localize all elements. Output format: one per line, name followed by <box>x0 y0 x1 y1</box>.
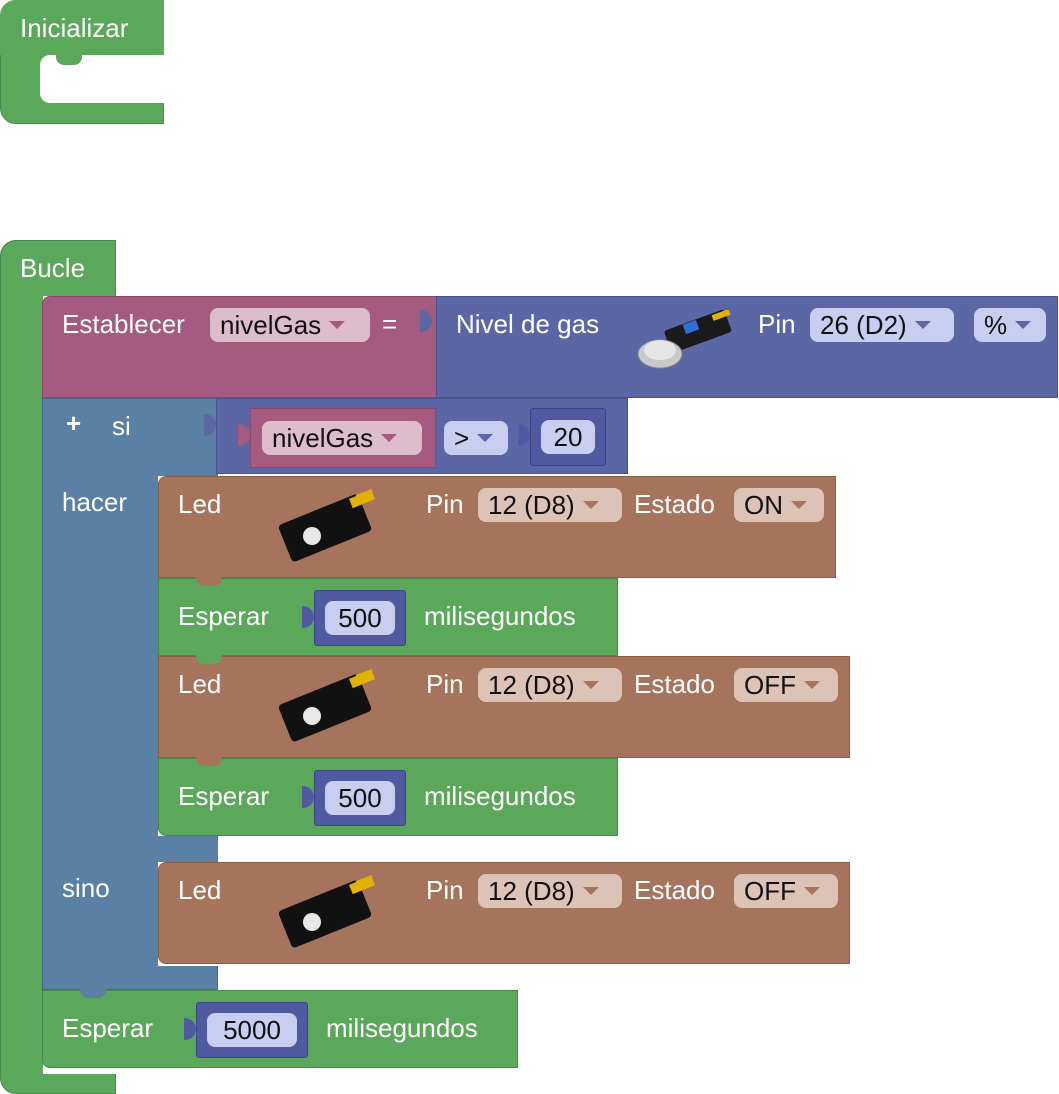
if-label: si <box>112 411 131 441</box>
chevron-down-icon <box>477 434 494 442</box>
condition-number-block[interactable]: 20 <box>530 408 606 466</box>
led-pin-label-2: Pin <box>426 669 464 699</box>
led-pin-value-1: 12 (D8) <box>488 489 575 520</box>
wait-label-1: Esperar <box>178 601 270 631</box>
condition-variable-dropdown[interactable]: nivelGas <box>262 421 422 455</box>
led-pin-dropdown-3[interactable]: 12 (D8) <box>478 874 622 908</box>
gas-unit-dropdown-value: % <box>984 309 1008 340</box>
led-state-label-2: Estado <box>634 669 715 699</box>
led-module-icon <box>272 666 382 746</box>
init-block-label: Inicializar <box>20 13 129 43</box>
chevron-down-icon <box>582 501 599 509</box>
operator-value: > <box>454 422 470 453</box>
led-state-dropdown-1[interactable]: ON <box>734 488 824 522</box>
condition-number-input[interactable]: 20 <box>541 420 595 454</box>
chevron-down-icon <box>582 887 599 895</box>
wait-number-block-final[interactable]: 5000 <box>196 1002 308 1058</box>
led-pin-dropdown-1[interactable]: 12 (D8) <box>478 488 622 522</box>
chevron-down-icon <box>1015 321 1032 329</box>
wait-number-input-final[interactable]: 5000 <box>207 1013 297 1047</box>
variable-dropdown-value: nivelGas <box>220 309 322 340</box>
operator-dropdown[interactable]: > <box>444 421 508 455</box>
chevron-down-icon <box>582 681 599 689</box>
led-pin-value-3: 12 (D8) <box>488 875 575 906</box>
variable-dropdown[interactable]: nivelGas <box>210 308 370 342</box>
else-label: sino <box>62 873 110 903</box>
wait-number-block-1[interactable]: 500 <box>314 590 406 646</box>
gas-pin-dropdown[interactable]: 26 (D2) <box>810 308 954 342</box>
set-variable-label: Establecer <box>62 309 185 339</box>
led-module-icon <box>272 872 382 952</box>
chevron-down-icon <box>329 321 346 329</box>
if-plus-icon[interactable]: + <box>66 408 82 438</box>
led-label-2: Led <box>178 669 222 699</box>
gas-pin-dropdown-value: 26 (D2) <box>820 309 907 340</box>
wait-number-input-1[interactable]: 500 <box>325 601 395 635</box>
do-label: hacer <box>62 487 128 517</box>
led-label-3: Led <box>178 875 222 905</box>
led-pin-label-1: Pin <box>426 489 464 519</box>
wait-label-final: Esperar <box>62 1013 154 1043</box>
led-pin-dropdown-2[interactable]: 12 (D8) <box>478 668 622 702</box>
chevron-down-icon <box>791 501 807 509</box>
wait-number-block-2[interactable]: 500 <box>314 770 406 826</box>
chevron-down-icon <box>804 887 820 895</box>
led-state-dropdown-3[interactable]: OFF <box>734 874 838 908</box>
led-module-icon <box>272 486 382 566</box>
chevron-down-icon <box>914 321 931 329</box>
chevron-down-icon <box>381 434 398 442</box>
gas-level-block[interactable] <box>436 296 1058 398</box>
loop-block-label: Bucle <box>20 253 86 283</box>
led-pin-label-3: Pin <box>426 875 464 905</box>
led-state-label-3: Estado <box>634 875 715 905</box>
gas-pin-label: Pin <box>758 309 796 339</box>
wait-unit-1: milisegundos <box>424 601 576 631</box>
wait-label-2: Esperar <box>178 781 270 811</box>
gas-unit-dropdown[interactable]: % <box>974 308 1046 342</box>
chevron-down-icon <box>804 681 820 689</box>
gas-sensor-icon <box>636 309 736 380</box>
led-state-value-2: OFF <box>744 669 796 700</box>
condition-variable-value: nivelGas <box>272 422 374 453</box>
led-state-label-1: Estado <box>634 489 715 519</box>
wait-unit-2: milisegundos <box>424 781 576 811</box>
wait-number-input-2[interactable]: 500 <box>325 781 395 815</box>
led-state-value-3: OFF <box>744 875 796 906</box>
equals-label: = <box>382 309 398 339</box>
led-state-dropdown-2[interactable]: OFF <box>734 668 838 702</box>
wait-unit-final: milisegundos <box>326 1013 478 1043</box>
gas-level-label: Nivel de gas <box>456 309 600 339</box>
led-state-value-1: ON <box>744 489 783 520</box>
led-label-1: Led <box>178 489 222 519</box>
led-pin-value-2: 12 (D8) <box>488 669 575 700</box>
